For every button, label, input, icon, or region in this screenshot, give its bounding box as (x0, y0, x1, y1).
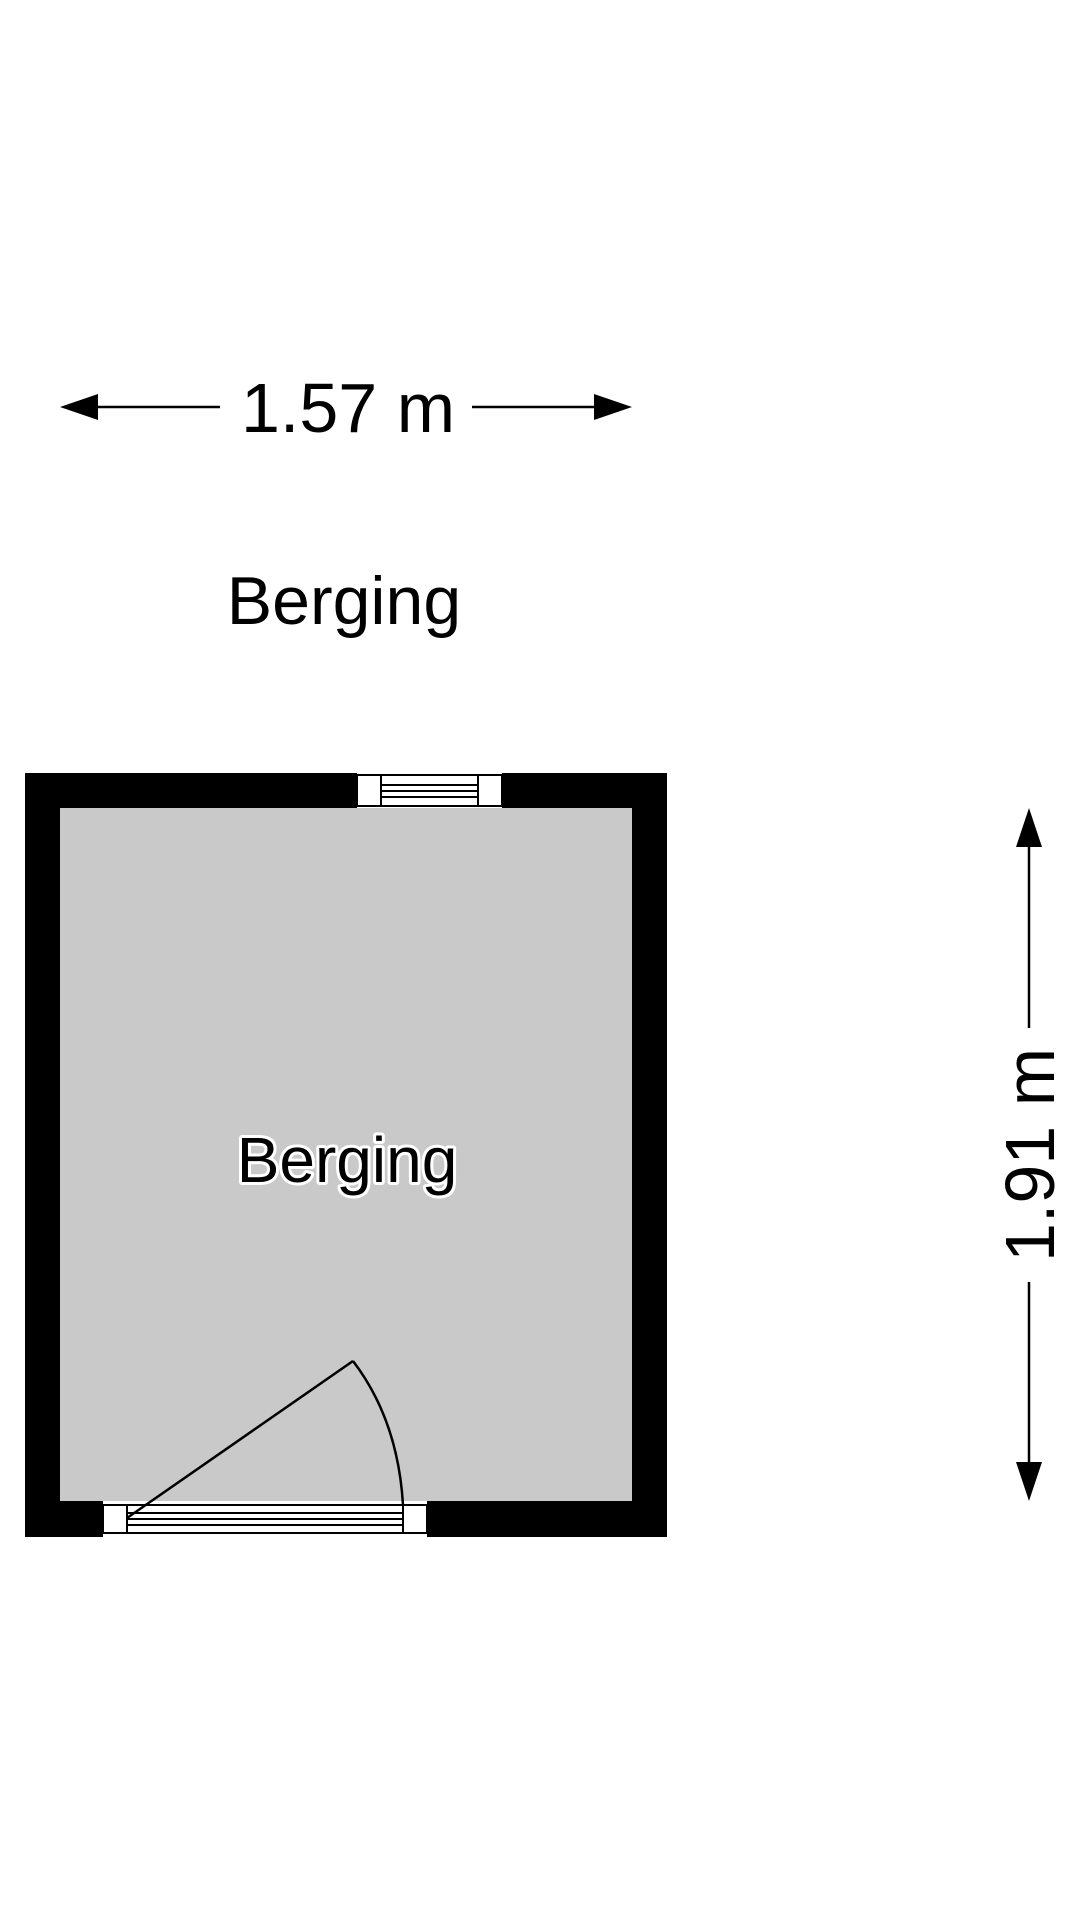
width-dimension: 1.57 m (60, 369, 632, 447)
room-floor (60, 808, 632, 1501)
window-top (356, 774, 503, 807)
wall-top-left (25, 773, 357, 808)
width-arrow-left-icon (60, 394, 98, 420)
wall-bottom-right (427, 1501, 667, 1537)
door-bottom (102, 1359, 428, 1534)
door-swing-arc (352, 1360, 405, 1506)
width-arrow-right-icon (594, 394, 632, 420)
floor-title: Berging (227, 563, 461, 639)
wall-left (25, 773, 60, 1537)
wall-bottom-left (25, 1501, 103, 1537)
door-leaf (126, 1359, 354, 1520)
height-arrow-bottom-icon (1016, 1462, 1042, 1501)
height-dimension: 1.91 m (991, 808, 1069, 1501)
room-label: Berging (237, 1124, 458, 1196)
height-dimension-label: 1.91 m (991, 1048, 1069, 1262)
height-arrow-top-icon (1016, 808, 1042, 847)
wall-right (632, 773, 667, 1537)
room-walls (25, 773, 667, 1537)
width-dimension-label: 1.57 m (241, 369, 455, 447)
room-label-halo: Berging (237, 1124, 458, 1196)
